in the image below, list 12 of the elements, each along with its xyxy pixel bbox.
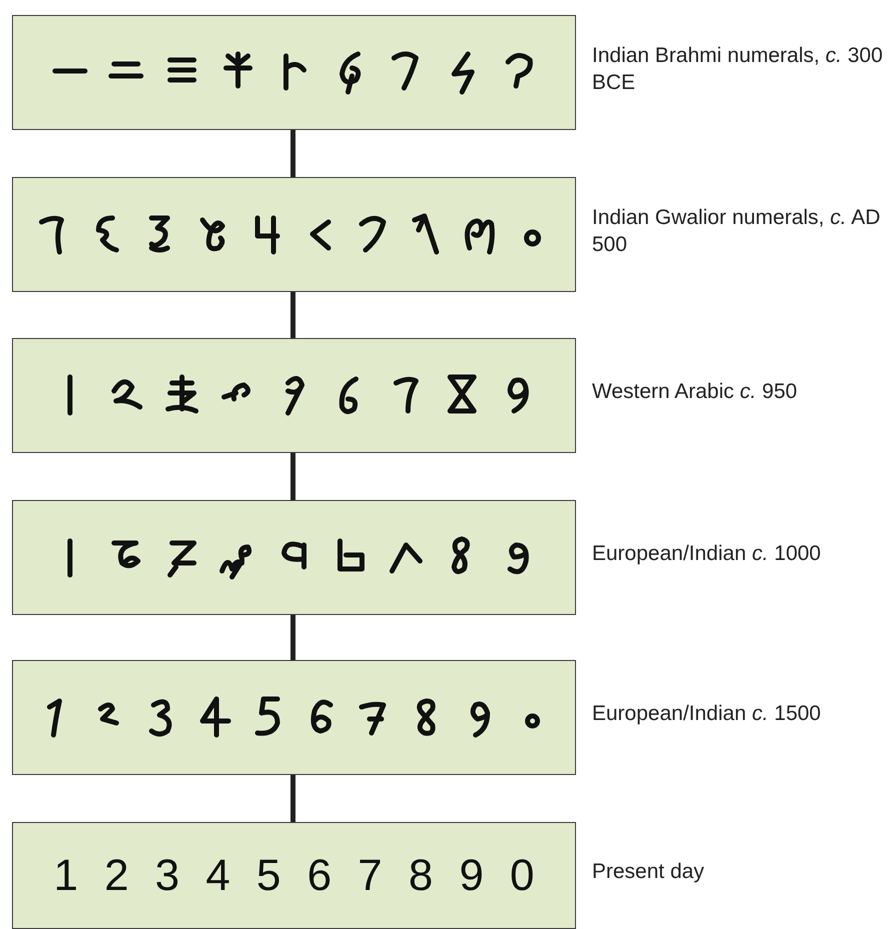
connector-line — [290, 453, 296, 500]
era-caption: European/Indian c. 1000 — [592, 541, 822, 567]
numeral-row: 1 2 3 4 5 6 7 8 9 0 — [54, 850, 534, 900]
era-caption: Western Arabic c. 950 — [592, 379, 798, 405]
connector-line — [290, 130, 296, 177]
era-caption: Indian Gwalior numerals, c. AD 500 — [592, 204, 882, 258]
connector-line — [290, 615, 296, 660]
era-caption: Present day — [592, 859, 706, 885]
era-caption: European/Indian c. 1500 — [592, 701, 822, 727]
connector-line — [290, 775, 296, 822]
connector-line — [290, 292, 296, 338]
era-caption: Indian Brahmi numerals, c. 300 BCE — [592, 42, 884, 96]
